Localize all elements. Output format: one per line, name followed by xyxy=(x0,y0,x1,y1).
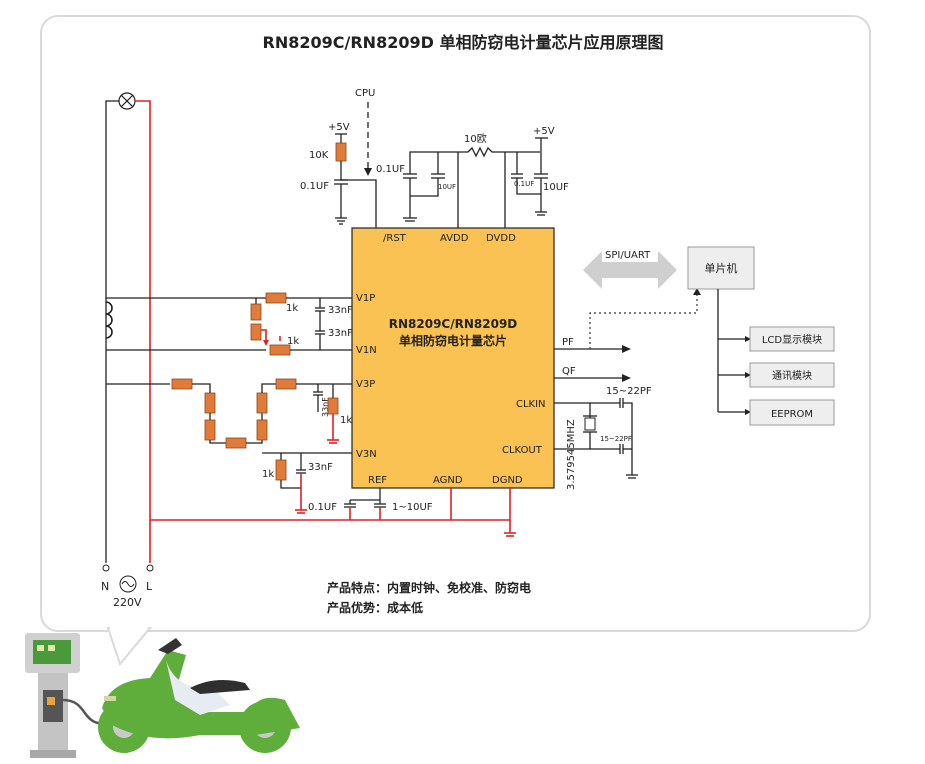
r1k-label-c: 1k xyxy=(340,415,352,426)
chip-name-line1: RN8209C/RN8209D xyxy=(389,317,518,331)
mcu-label: 单片机 xyxy=(705,261,738,275)
c10uf-small-label: 10UF xyxy=(438,183,456,191)
pin-v1p: V1P xyxy=(356,293,375,304)
c33nf-label-c: 33nF xyxy=(321,397,330,417)
c33nf-label-b: 33nF xyxy=(328,328,353,339)
module-comm xyxy=(749,362,835,388)
pin-v1n: V1N xyxy=(356,345,377,356)
n-label: N xyxy=(101,580,109,593)
c33nf-label-a: 33nF xyxy=(328,305,353,316)
spi-uart-arrow-icon xyxy=(583,251,677,289)
r1k-label-d: 1k xyxy=(262,469,274,480)
c01uf-ref-label: 0.1UF xyxy=(308,502,337,513)
r10ohm-label: 10欧 xyxy=(464,133,487,145)
pin-rst: /RST xyxy=(383,233,407,244)
charging-station-icon xyxy=(25,633,113,758)
crystal-label: 3.579545MHZ xyxy=(566,419,577,490)
coil-icon xyxy=(105,301,113,339)
pin-avdd: AVDD xyxy=(440,233,469,244)
pin-v3n: V3N xyxy=(356,449,377,460)
c1-10uf-label: 1~10UF xyxy=(392,502,433,513)
c01uf-label-b: 0.1UF xyxy=(376,164,405,175)
v220-label: 220V xyxy=(113,596,142,609)
pin-dgnd: DGND xyxy=(492,475,523,486)
pin-v3p: V3P xyxy=(356,379,375,390)
c10uf-label: 10UF xyxy=(543,182,569,193)
diagram-title: RN8209C/RN8209D 单相防窃电计量芯片应用原理图 xyxy=(263,33,664,52)
features-line1: 产品特点：内置时钟、免校准、防窃电 xyxy=(327,580,531,595)
spi-uart-label: SPI/UART xyxy=(605,250,651,261)
metering-chip xyxy=(351,227,555,489)
module-lcd xyxy=(749,326,835,352)
pin-dvdd: DVDD xyxy=(486,233,516,244)
r10k-label: 10K xyxy=(309,150,329,161)
mcu-box xyxy=(687,246,755,290)
cap-15-22pf-small-label: 15~22PF xyxy=(600,435,632,443)
module-comm-label: 通讯模块 xyxy=(772,370,812,382)
e-scooter-icon xyxy=(98,638,300,753)
pin-ref: REF xyxy=(368,475,387,486)
module-eeprom-label: EEPROM xyxy=(771,409,813,420)
chip-name-line2: 单相防窃电计量芯片 xyxy=(399,333,507,348)
ground-icon xyxy=(335,217,347,225)
c01uf-small-label: 0.1UF xyxy=(514,180,534,188)
c01uf-label-a: 0.1UF xyxy=(300,181,329,192)
pin-clkout: CLKOUT xyxy=(502,445,543,456)
lamp-icon xyxy=(118,92,136,110)
ac-source-icon xyxy=(119,575,137,593)
pin-pf: PF xyxy=(562,337,574,348)
r1k-label-b: 1k xyxy=(287,336,299,347)
pin-agnd: AGND xyxy=(433,475,463,486)
pin-clkin: CLKIN xyxy=(516,399,546,410)
l-label: L xyxy=(146,580,153,593)
r1k-label-a: 1k xyxy=(286,303,298,314)
cpu-label: CPU xyxy=(355,88,375,99)
module-lcd-label: LCD显示模块 xyxy=(762,334,822,346)
plus5v-label-a: +5V xyxy=(328,122,350,133)
features-line2: 产品优势：成本低 xyxy=(327,600,423,615)
plus5v-label-b: +5V xyxy=(533,126,555,137)
module-eeprom xyxy=(749,399,835,426)
pin-qf: QF xyxy=(562,366,576,377)
cap-15-22pf-label: 15~22PF xyxy=(606,386,652,397)
c33nf-label-d: 33nF xyxy=(308,462,333,473)
